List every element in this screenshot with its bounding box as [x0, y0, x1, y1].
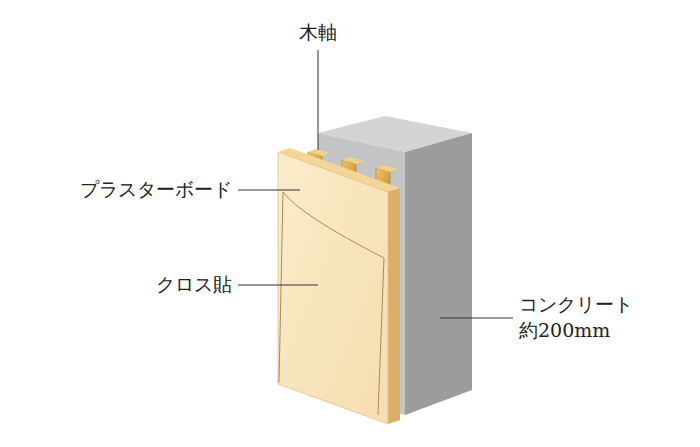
cloth-finish: [279, 192, 384, 415]
part-label: コンクリート 約200mm: [519, 292, 639, 343]
part-label: プラスターボード: [80, 177, 232, 203]
leader-lines: [238, 50, 513, 318]
part-label: クロス貼: [156, 272, 232, 298]
plaster-board: [278, 148, 400, 424]
part-label: 木軸: [299, 20, 337, 46]
